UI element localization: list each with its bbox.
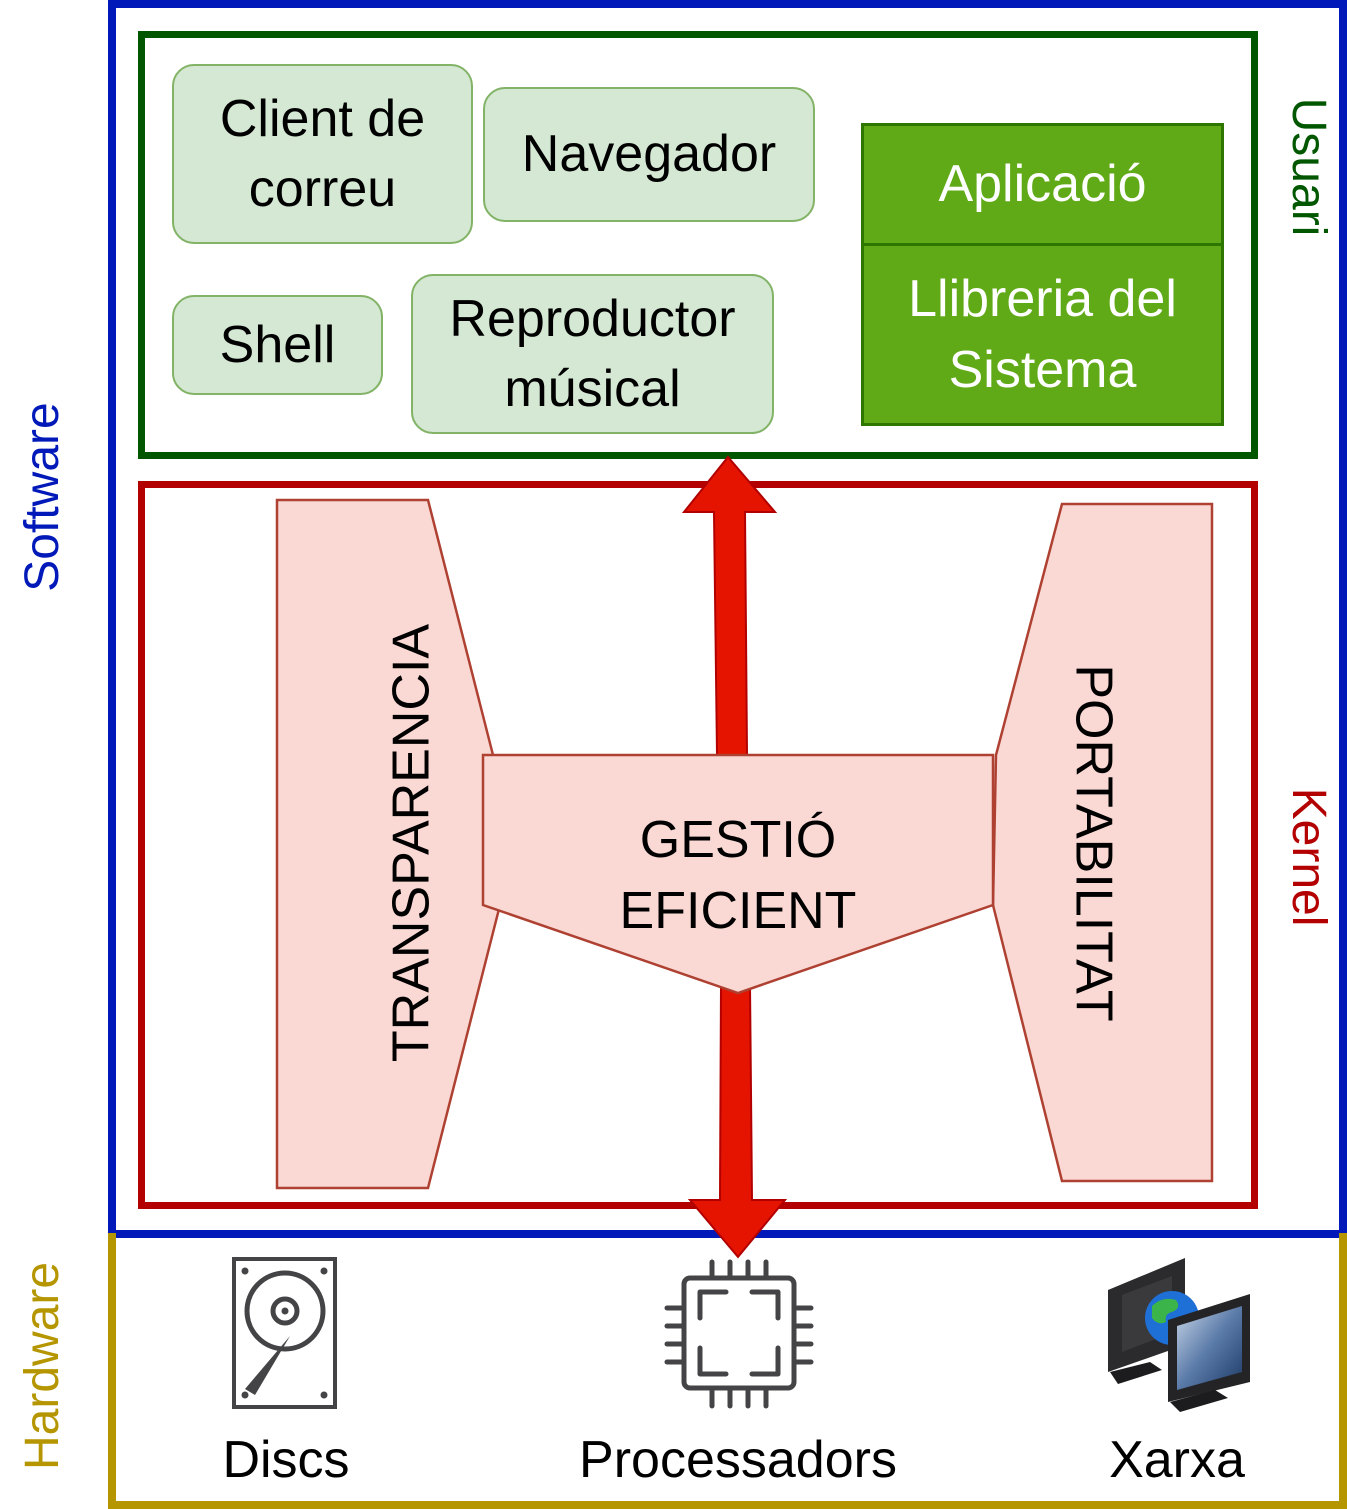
transparency-label: TRANSPARENCIA [383,624,441,1063]
efficient-management-line1: GESTIÓ [640,811,836,869]
hardware-layer-frame [108,1233,1347,1509]
arrow-up [681,455,778,756]
cpu-chip-icon [664,1259,814,1409]
app-music-player-line2: músical [504,360,681,418]
portability-shape[interactable] [991,502,1214,1183]
efficient-management-shape[interactable] [481,753,995,995]
hardware-item-processors: Processadors [579,1431,897,1489]
app-browser[interactable]: Navegador [483,87,815,222]
app-shell[interactable]: Shell [172,295,383,395]
app-email-client[interactable]: Client de correu [172,64,473,244]
app-music-player[interactable]: Reproductor músical [411,274,774,434]
app-email-client-line2: correu [248,160,397,218]
hard-disk-icon [232,1257,337,1409]
app-browser-label: Navegador [521,125,777,184]
application-label: Aplicació [938,155,1147,214]
efficient-management-line2: EFICIENT [620,882,857,940]
system-library-line2: Sistema [948,340,1137,399]
arrow-down [687,984,788,1259]
user-space-frame [138,31,1258,459]
system-library-box[interactable]: Llibreria del Sistema [861,243,1224,426]
hardware-item-discs: Discs [222,1431,350,1489]
hardware-item-network: Xarxa [1109,1431,1245,1489]
network-computers-icon [1108,1258,1250,1412]
portability-label: PORTABILITAT [1064,664,1122,1021]
app-shell-label: Shell [219,315,336,374]
app-email-client-line1: Client de [219,89,426,148]
application-box[interactable]: Aplicació [861,123,1224,246]
app-music-player-line1: Reproductor [449,289,736,348]
system-library-line1: Llibreria del [908,270,1177,329]
